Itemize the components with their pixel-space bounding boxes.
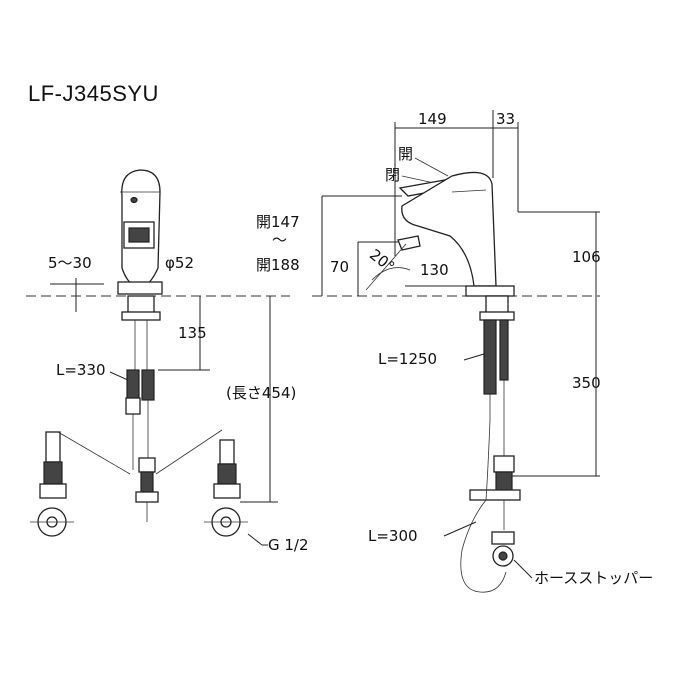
side-dim-130-label: 130	[420, 261, 449, 279]
side-angle-label: 20°	[366, 246, 398, 277]
side-dim-33-label: 33	[496, 110, 515, 128]
side-height-open147-label: 開147	[256, 213, 300, 231]
side-hose-loop	[460, 419, 507, 593]
side-faucet-body	[401, 171, 497, 287]
front-counter-range-label: 5〜30	[48, 254, 92, 272]
side-dim-106-label: 106	[572, 248, 601, 266]
front-total-length-label: (長さ454)	[226, 384, 296, 402]
side-open-label: 開	[398, 145, 413, 163]
side-dim-350-label: 350	[572, 374, 601, 392]
front-depth-135-label: 135	[178, 324, 207, 342]
model-title: LF-J345SYU	[28, 81, 159, 106]
side-dim-149-label: 149	[418, 110, 447, 128]
side-hose-300-label: L=300	[368, 527, 418, 545]
side-dim-70-label: 70	[330, 258, 349, 276]
front-view: 5〜30 φ52 135 L=330 (長さ454) G 1/2	[26, 169, 309, 554]
side-hose-stopper-label: ホースストッパー	[534, 569, 653, 587]
side-tilde-label: 〜	[272, 231, 287, 249]
front-hose-length-label: L=330	[56, 361, 106, 379]
side-view: 149 33 開 閉 開147 〜 開188 70 20° 130	[256, 110, 653, 593]
front-thread-label: G 1/2	[268, 536, 309, 554]
side-height-open188-label: 開188	[256, 256, 300, 274]
side-close-label: 閉	[385, 166, 400, 184]
side-hose-1250-label: L=1250	[378, 350, 437, 368]
front-diameter-label: φ52	[165, 254, 194, 272]
